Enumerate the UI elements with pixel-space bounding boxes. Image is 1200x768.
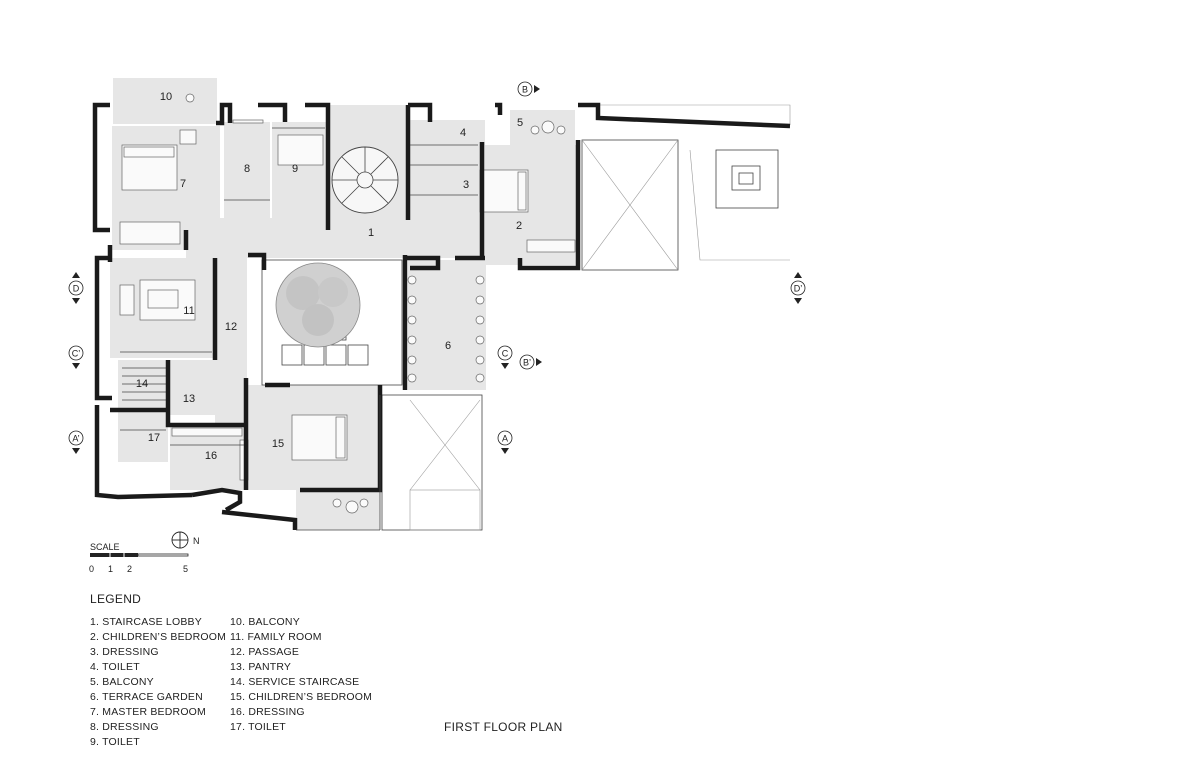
legend-item: 2. CHILDREN’S BEDROOM: [90, 631, 227, 643]
section-marker-d: D: [68, 272, 84, 304]
north-arrow-icon: [171, 531, 189, 549]
furniture: [119, 93, 576, 514]
room-number-16: 16: [205, 450, 217, 462]
legend-item: 17. TOILET: [230, 721, 286, 733]
room-number-13: 13: [183, 393, 195, 405]
scale-tick-0: 0: [89, 564, 95, 574]
room-number-17: 17: [148, 432, 160, 444]
scale-label: SCALE: [90, 542, 120, 552]
service-staircase: [122, 367, 166, 401]
room-number-11: 11: [183, 305, 194, 317]
room-numbers: 1 2 3 4 5 6 7 8 9 10 11 12 13 14 15 16 1…: [136, 91, 523, 462]
svg-text:C: C: [502, 348, 509, 358]
room-number-4: 4: [460, 127, 466, 139]
room-number-10: 10: [160, 91, 172, 103]
interior-lines: [120, 127, 478, 531]
room-number-6: 6: [445, 340, 451, 352]
legend-item: 3. DRESSING: [90, 646, 159, 658]
section-marker-c: C: [497, 345, 513, 369]
svg-text:B: B: [522, 84, 528, 94]
svg-text:A: A: [502, 433, 508, 443]
legend-item: 1. STAIRCASE LOBBY: [90, 616, 202, 628]
room-number-12: 12: [225, 321, 237, 333]
section-marker-a: A: [497, 430, 513, 454]
legend-item: 6. TERRACE GARDEN: [90, 691, 203, 703]
room-number-5: 5: [517, 117, 523, 129]
legend-item: 16. DRESSING: [230, 706, 305, 718]
legend-item: 12. PASSAGE: [230, 646, 300, 658]
svg-text:D: D: [73, 283, 80, 293]
section-marker-b-prime: B’: [519, 354, 542, 370]
section-marker-d-prime: D’: [790, 272, 806, 304]
scale-bar: [90, 553, 189, 557]
legend-item: 4. TOILET: [90, 661, 140, 673]
room-number-14: 14: [136, 378, 148, 390]
room-number-1: 1: [368, 227, 374, 239]
legend-item: 5. BALCONY: [90, 676, 154, 688]
svg-text:B’: B’: [523, 357, 531, 367]
scale-tick-1: 1: [108, 564, 114, 574]
spiral-staircase: [331, 146, 399, 214]
scale-tick-2: 2: [127, 564, 133, 574]
room-number-7: 7: [180, 178, 186, 190]
room-number-8: 8: [244, 163, 250, 175]
room-number-9: 9: [292, 163, 298, 175]
legend-column-1: 1. STAIRCASE LOBBY 2. CHILDREN’S BEDROOM…: [90, 615, 230, 750]
section-marker-c-prime: C’: [68, 345, 84, 369]
legend-title: LEGEND: [90, 592, 142, 606]
room-number-15: 15: [272, 438, 284, 450]
svg-text:A’: A’: [72, 433, 79, 443]
courtyard: [261, 259, 403, 386]
scale-tick-5: 5: [183, 564, 189, 574]
legend-item: 14. SERVICE STAIRCASE: [230, 676, 360, 688]
legend-item: 13. PANTRY: [230, 661, 292, 673]
legend-item: 15. CHILDREN’S BEDROOM: [230, 691, 373, 703]
svg-text:D’: D’: [794, 283, 803, 293]
legend-item: 10. BALCONY: [230, 616, 300, 628]
terrace-outline: [381, 104, 791, 531]
legend-item: 8. DRESSING: [90, 721, 159, 733]
north-label: N: [193, 536, 200, 546]
legend-item: 7. MASTER BEDROOM: [90, 706, 206, 718]
legend-column-2: 10. BALCONY 11. FAMILY ROOM 12. PASSAGE …: [230, 615, 373, 750]
room-number-2: 2: [516, 220, 522, 232]
legend-item: 11. FAMILY ROOM: [230, 631, 322, 643]
svg-text:C’: C’: [72, 348, 81, 358]
section-markers: B B’ C C’ A A’ D: [68, 81, 806, 454]
plan-title: FIRST FLOOR PLAN: [444, 720, 563, 734]
section-marker-a-prime: A’: [68, 430, 84, 454]
room-number-3: 3: [463, 179, 469, 191]
legend: LEGEND 1. STAIRCASE LOBBY 2. CHILDREN’S …: [90, 592, 373, 750]
section-marker-b: B: [517, 81, 540, 97]
legend-item: 9. TOILET: [90, 736, 140, 748]
terrace-garden-planters: [407, 275, 485, 383]
